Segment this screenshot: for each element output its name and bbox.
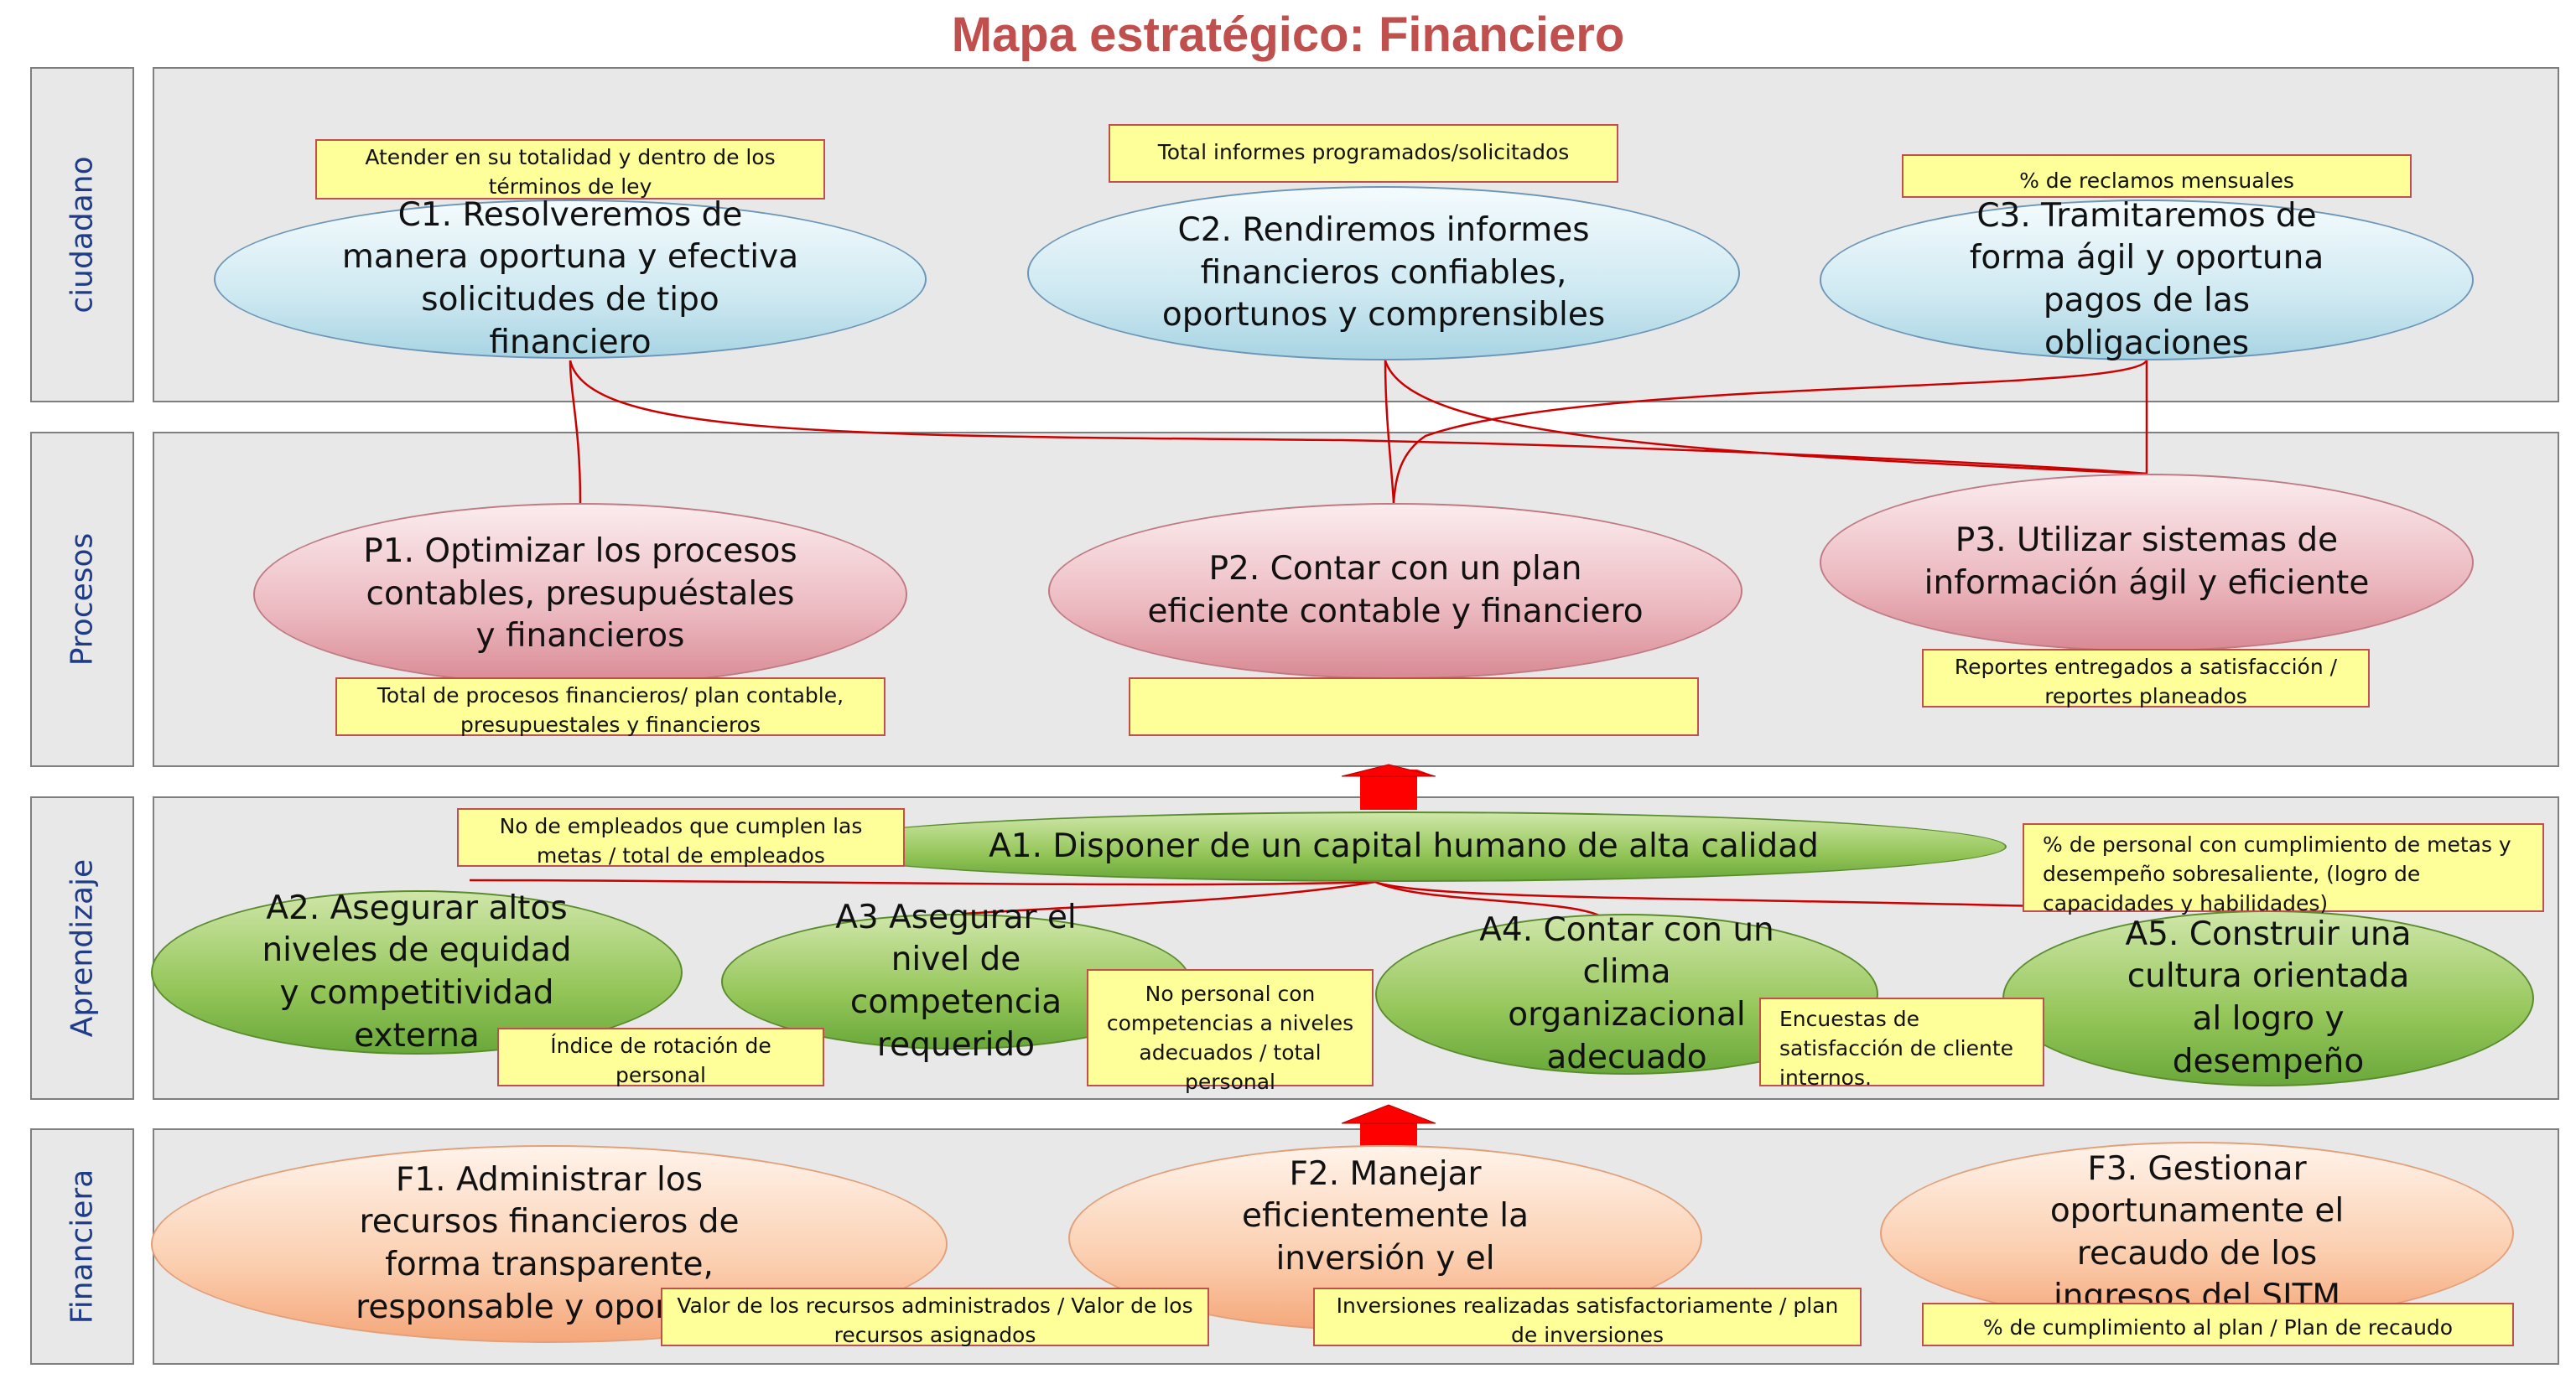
indicator-a5: % de personal con cumplimiento de metas …	[2023, 823, 2544, 915]
perspective-label-aprendizaje: Aprendizaje	[30, 796, 134, 1100]
indicator-f3: % de cumplimiento al plan / Plan de reca…	[1922, 1303, 2514, 1346]
link-a1-a2	[469, 879, 1376, 886]
link-a1-a3	[963, 880, 1376, 915]
perspective-label-ciudadano: ciudadano	[30, 67, 134, 402]
indicator-f1: Valor de los recursos administrados / Va…	[661, 1288, 1209, 1347]
indicator-a4: Encuestas de satisfacción de cliente int…	[1759, 998, 2044, 1090]
page-title: Mapa estratégico: Financiero	[951, 8, 1625, 62]
indicator-a2: Índice de rotación de personal	[497, 1028, 824, 1087]
indicator-a1: No de empleados que cumplen las metas / …	[457, 808, 905, 868]
objective-a5: A5. Construir una cultura orientada al l…	[2002, 910, 2534, 1086]
indicator-p3: Reportes entregados a satisfacción / rep…	[1922, 649, 2370, 708]
indicator-c3: % de reclamos mensuales	[1902, 154, 2412, 198]
indicator-a3: No personal con competencias a niveles a…	[1087, 969, 1374, 1094]
objective-p2: P2. Contar con un plan eficiente contabl…	[1048, 503, 1742, 679]
indicator-p1: Total de procesos financieros/ plan cont…	[335, 677, 886, 737]
objective-p3: P3. Utilizar sistemas de información ági…	[1820, 474, 2474, 651]
upward-arrow-aprendizaje-to-procesos	[1341, 764, 1436, 810]
objective-c1: C1. Resolveremos de manera oportuna y ef…	[214, 196, 927, 361]
objective-a2: A2. Asegurar altos niveles de equidad y …	[151, 889, 683, 1055]
link-c2-p3	[1384, 360, 2148, 475]
objective-a1: A1. Disponer de un capital humano de alt…	[801, 811, 2007, 882]
indicator-c1: Atender en su totalidad y dentro de los …	[315, 139, 825, 200]
indicator-c2: Total informes programados/solicitados	[1109, 124, 1618, 183]
perspective-label-procesos: Procesos	[30, 432, 134, 767]
upward-arrow-financiera-to-aprendizaje	[1341, 1104, 1436, 1147]
link-c3-p2	[1392, 360, 2148, 504]
objective-c3: C3. Tramitaremos de forma ágil y oportun…	[1820, 197, 2474, 362]
link-c1-p1	[569, 360, 582, 504]
perspective-label-financiera: Financiera	[30, 1128, 134, 1365]
indicator-p2	[1129, 677, 1699, 736]
objective-p1: P1. Optimizar los procesos contables, pr…	[253, 503, 907, 686]
objective-f3: F3. Gestionar oportunamente el recaudo d…	[1880, 1142, 2514, 1325]
link-c2-p2	[1384, 360, 1395, 504]
link-a1-a5	[1374, 880, 2164, 911]
objective-c2: C2. Rendiremos informes financieros conf…	[1027, 186, 1740, 360]
indicator-f2: Inversiones realizadas satisfactoriament…	[1313, 1288, 1862, 1347]
link-c1-p3	[569, 360, 2148, 475]
